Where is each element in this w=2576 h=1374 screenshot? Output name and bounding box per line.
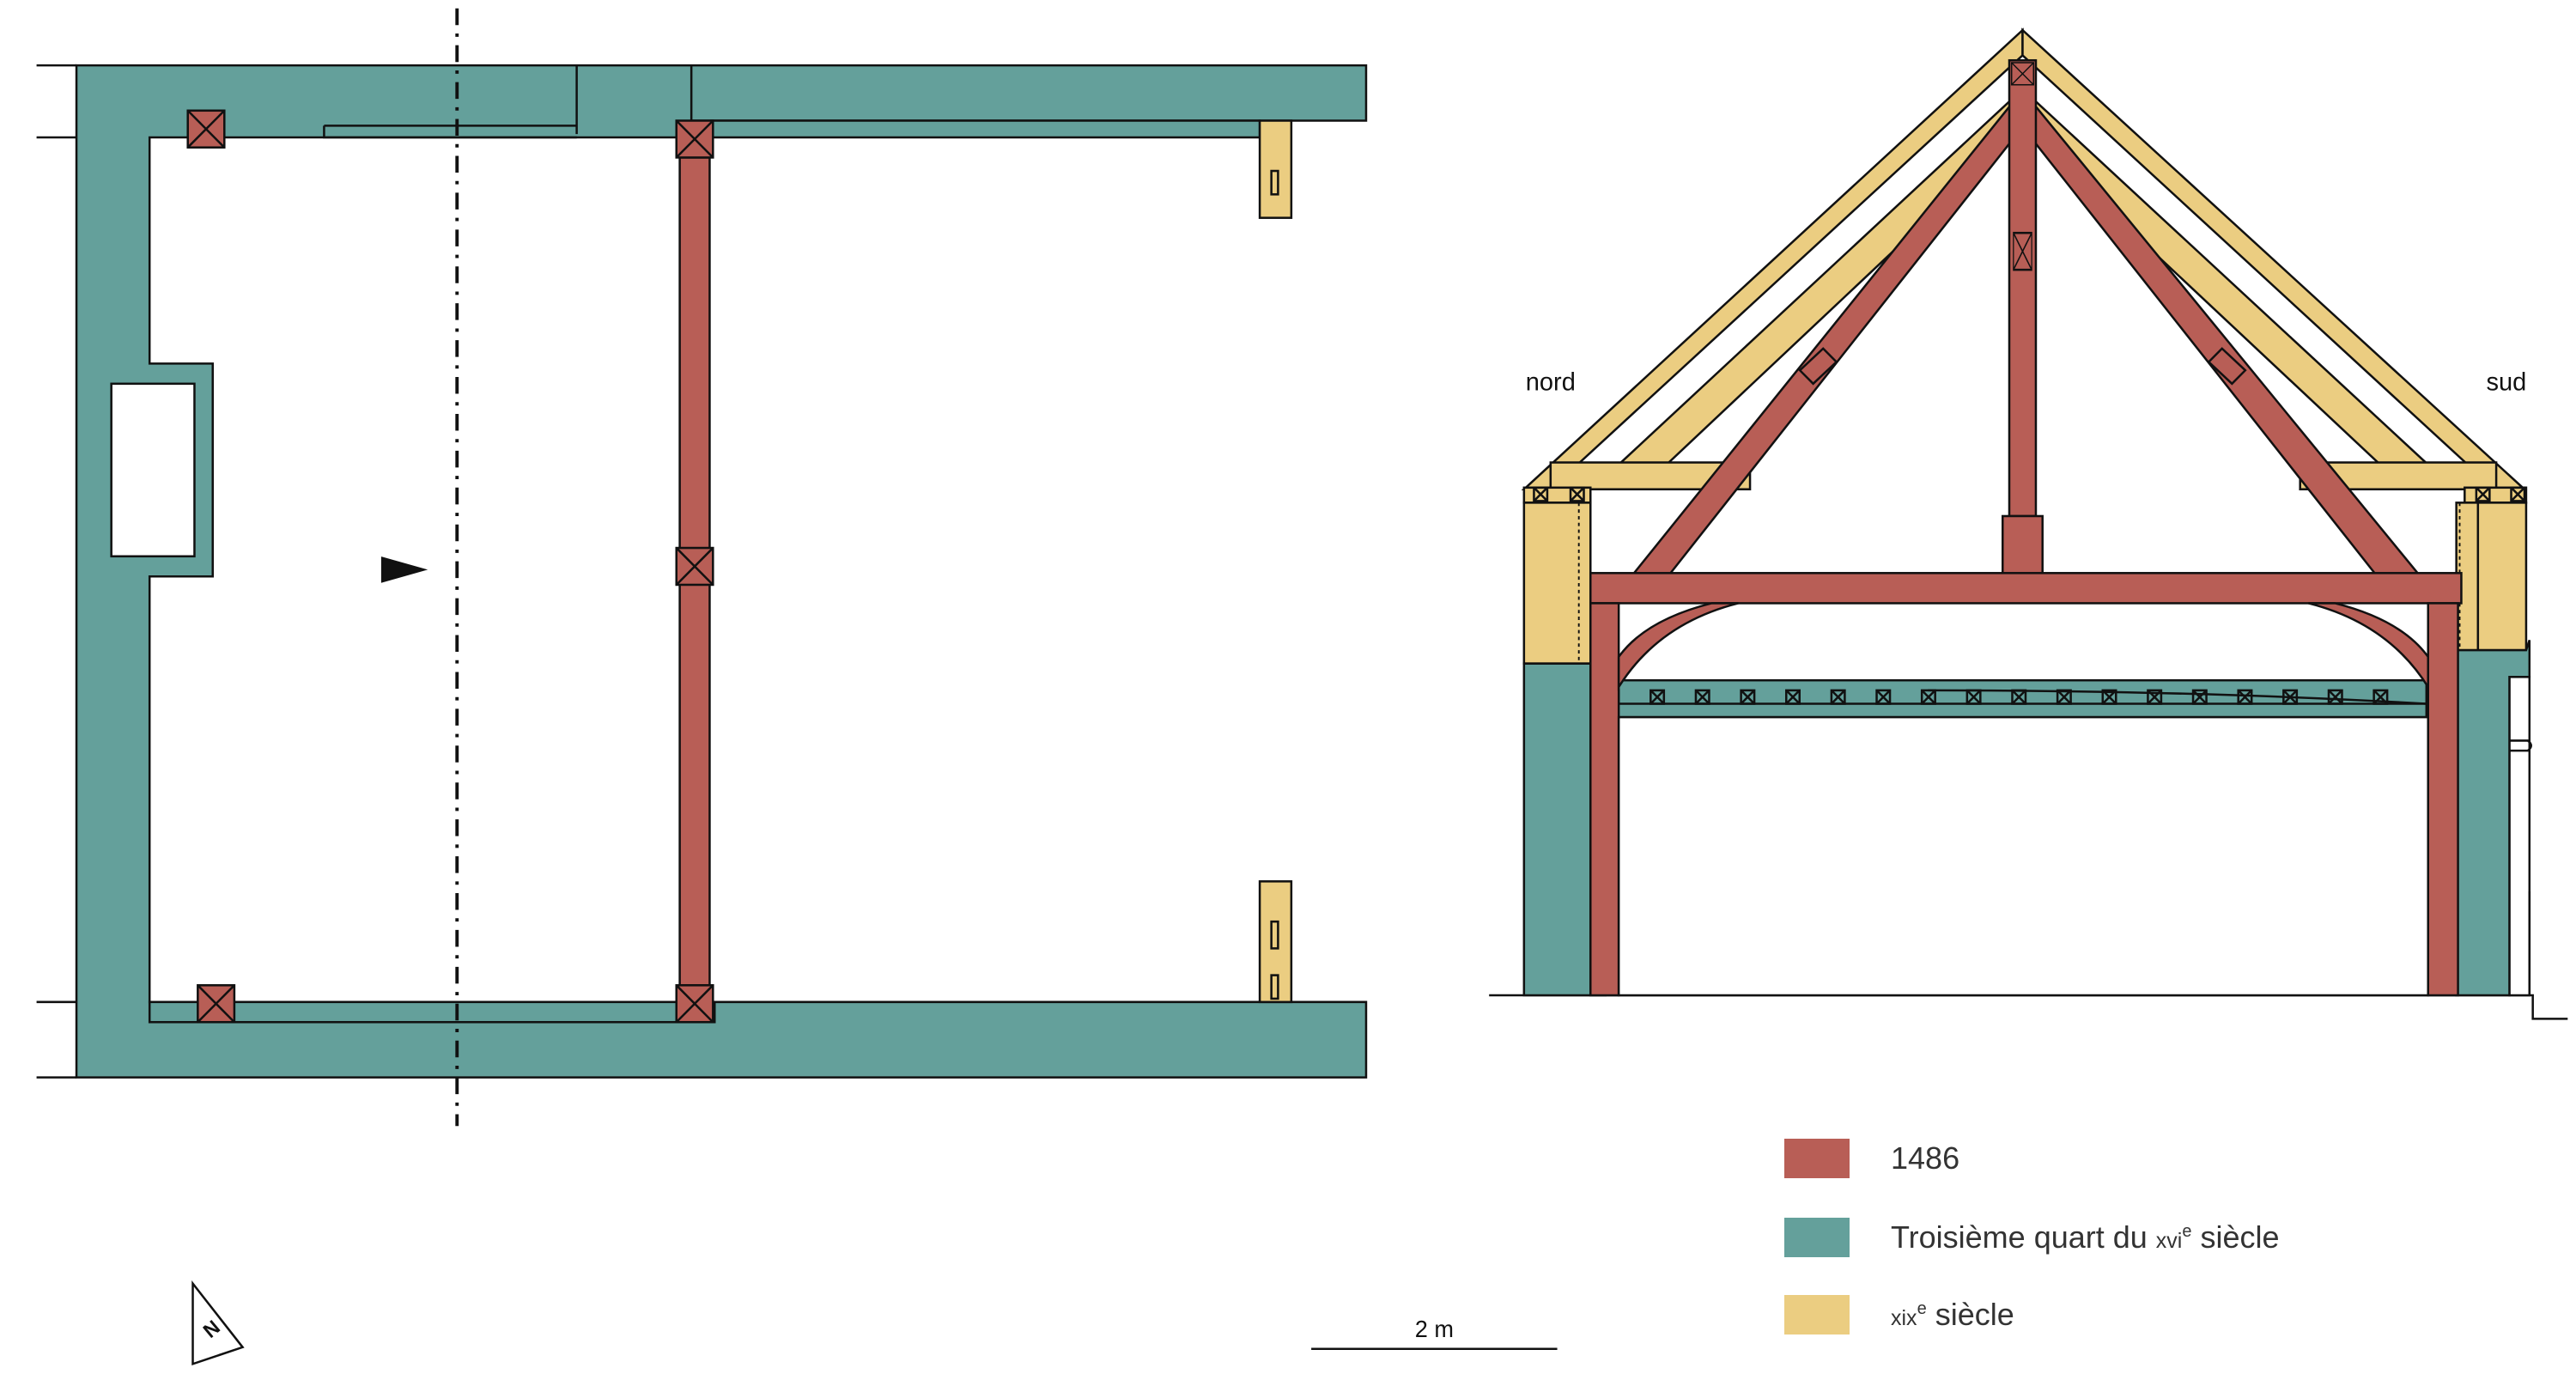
label-south: sud (2486, 369, 2526, 397)
legend-label-16th-end: siècle (2191, 1219, 2280, 1255)
scale-bar-label: 2 m (1415, 1316, 1454, 1342)
legend-item-19th: xixe siècle (1784, 1293, 2014, 1336)
plan-post-19th (1258, 119, 1293, 219)
legend-label-16th: Troisième quart du xvie siècle (1891, 1219, 2280, 1255)
legend-label-1486: 1486 (1891, 1140, 1960, 1176)
rafter-19th-north-inner (1589, 91, 2019, 491)
legend-swatch-1486 (1784, 1139, 1850, 1178)
principal-rafter-1486-south (2029, 97, 2426, 581)
plan-post-1486 (675, 119, 714, 159)
legend-label-16th-century: xvi (2155, 1229, 2183, 1253)
plan-ledge-top (710, 119, 1261, 139)
plan-post-19th (1258, 880, 1293, 1004)
post-1486-north (1589, 602, 1620, 997)
ground-line-right (2509, 994, 2568, 1020)
kingpost-1486 (2008, 58, 2038, 518)
legend-label-19th: xixe siècle (1891, 1297, 2014, 1333)
plan-post-19th-slot (1270, 920, 1279, 950)
legend-item-16th: Troisième quart du xvie siècle (1784, 1216, 2280, 1259)
post-1486-south (2427, 602, 2459, 997)
tie-beam-1486 (1589, 572, 2463, 605)
plan-post-1486 (197, 984, 236, 1024)
plan-post-19th-slot (1270, 974, 1279, 1000)
plan-post-19th-slot (1270, 169, 1279, 196)
legend-label-19th-century: xix (1891, 1306, 1917, 1330)
legend-label-16th-main: Troisième quart du (1891, 1219, 2156, 1255)
plan-post-1486 (675, 984, 714, 1024)
brace-1486-south (2308, 602, 2430, 691)
legend: 1486 Troisième quart du xvie siècle xixe… (1784, 1125, 2523, 1348)
label-north: nord (1526, 369, 1576, 397)
plan-post-1486 (675, 546, 714, 587)
wall-16th-south-outer (2508, 676, 2531, 997)
view-direction-arrow-icon (380, 556, 428, 583)
plan-wall-outer (75, 64, 1368, 1079)
principal-rafter-1486-south-block (2207, 347, 2247, 386)
wall-16th-south-notch (2509, 739, 2532, 752)
plan-niche (110, 382, 196, 558)
floor-plan (36, 8, 1368, 1127)
plan-post-1486 (186, 109, 226, 149)
post-19th-south (2455, 502, 2528, 655)
legend-swatch-19th (1784, 1295, 1850, 1334)
post-19th-north (1522, 502, 1592, 665)
legend-swatch-16th (1784, 1218, 1850, 1257)
scale-bar: 2 m (1311, 1316, 1558, 1350)
plan-ledge-bottom (148, 1000, 716, 1024)
kingpost-1486-base (2002, 514, 2044, 578)
ceiling-16th-curve (1928, 689, 2427, 705)
rafter-19th-south-inner (2026, 91, 2458, 491)
legend-label-19th-end: siècle (1926, 1297, 2014, 1332)
brace-1486-north (1617, 602, 1739, 691)
kingpost-1486-top-joint (2010, 62, 2035, 86)
interior-space (1617, 715, 2429, 997)
cross-section: nord sud (1489, 27, 2568, 1020)
legend-item-1486: 1486 (1784, 1137, 1959, 1180)
principal-rafter-1486-north-block (1798, 347, 1838, 386)
plan-wall-top-detail (323, 65, 693, 139)
legend-label-19th-sup: e (1917, 1299, 1927, 1318)
legend-label-16th-sup: e (2182, 1222, 2192, 1241)
north-arrow-icon: N (191, 1280, 245, 1366)
